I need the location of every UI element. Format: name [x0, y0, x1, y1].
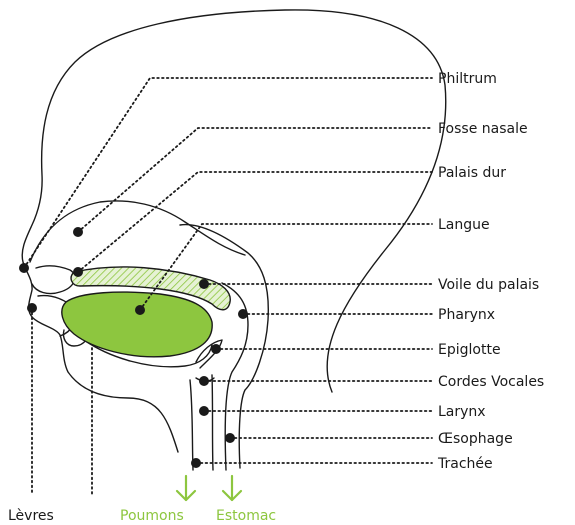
head-profile — [22, 10, 446, 452]
dot-trachee — [191, 458, 201, 468]
arrow-down-icon — [177, 476, 195, 500]
dot-philtrum — [19, 263, 29, 273]
dot-levres — [27, 303, 37, 313]
label-fosse-nasale: Fosse nasale — [438, 121, 528, 137]
label-cordes-vocales: Cordes Vocales — [438, 374, 544, 390]
label-trachee: Trachée — [437, 456, 493, 472]
label-epiglotte: Epiglotte — [438, 342, 501, 358]
label-langue: Langue — [438, 217, 490, 233]
dot-fosse-nasale — [73, 227, 83, 237]
dot-epiglotte — [211, 344, 221, 354]
label-voile-du-palais: Voile du palais — [438, 277, 539, 293]
label-philtrum: Philtrum — [438, 71, 497, 87]
dot-voile-du-palais — [199, 279, 209, 289]
label-larynx: Larynx — [438, 404, 486, 420]
dot-cordes-vocales — [199, 376, 209, 386]
tongue — [62, 292, 212, 357]
trachea-front — [190, 380, 193, 470]
label-oesophage: Œsophage — [438, 431, 513, 447]
label-poumons: Poumons — [120, 508, 184, 524]
label-palais-dur: Palais dur — [438, 165, 506, 181]
dot-larynx — [199, 406, 209, 416]
dot-oesophage — [225, 433, 235, 443]
label-levres: Lèvres — [8, 508, 54, 524]
label-estomac: Estomac — [216, 508, 276, 524]
dot-palais-dur — [73, 267, 83, 277]
arrow-down-icon — [223, 476, 241, 500]
upper-lip — [32, 266, 75, 294]
label-pharynx: Pharynx — [438, 307, 495, 323]
dot-langue — [135, 305, 145, 315]
head-outline — [22, 10, 446, 470]
trachea-back — [212, 375, 213, 470]
dot-pharynx — [238, 309, 248, 319]
